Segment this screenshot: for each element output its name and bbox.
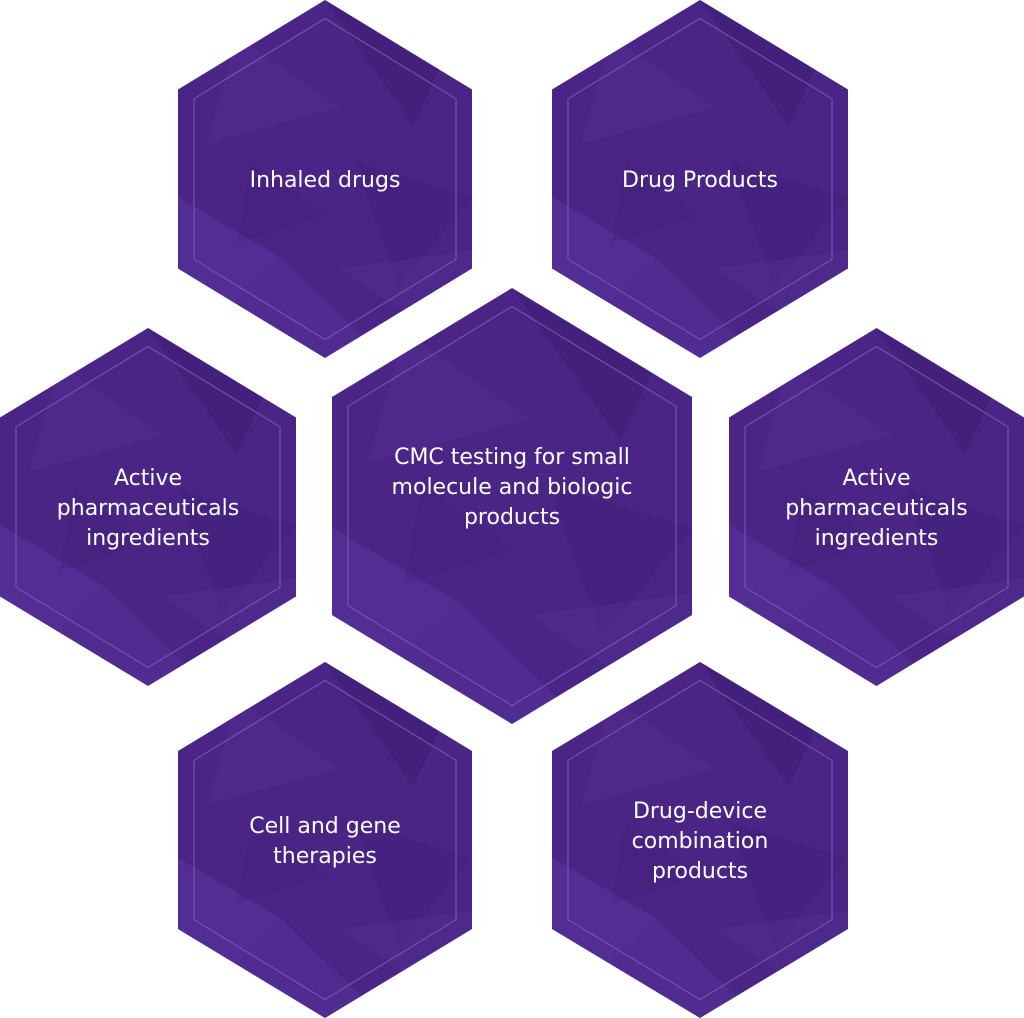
hexagon-inhaled-drugs: Inhaled drugs	[178, 0, 472, 358]
hexagon-facet	[611, 822, 700, 905]
hexagon-drug-products: Drug Products	[552, 0, 848, 358]
hexagon-label: Drug-device combination products	[631, 799, 769, 884]
hexagon-label: Inhaled drugs	[249, 168, 401, 193]
hexagon-facet	[548, 484, 692, 637]
hexagon-inner-outline	[744, 345, 1009, 669]
hexagon-facet	[581, 697, 715, 805]
hexagon-label: Active pharmaceuticals ingredients	[785, 466, 968, 551]
hexagon-inner-outline	[193, 17, 457, 341]
hexagon-facet	[236, 161, 325, 244]
hexagon-facet	[729, 822, 848, 947]
hexagon-facet	[59, 489, 149, 572]
hexagon-facet	[354, 822, 472, 947]
hexagon-inner-outline	[15, 345, 281, 669]
hexagon-label: Drug Products	[622, 168, 778, 193]
hexagon-facet	[177, 489, 296, 615]
hexagon-facet	[611, 161, 700, 244]
hexagon-inner-outline	[193, 679, 457, 1001]
hexagon-label: Active pharmaceuticals ingredients	[56, 466, 240, 551]
hexagon-inner-outline	[347, 305, 677, 707]
hexagon-facet	[758, 363, 892, 472]
hexagon-facet	[581, 35, 715, 144]
hexagon-active-pharmaceuticals-left: Active pharmaceuticals ingredients	[0, 328, 296, 686]
hexagon-label: Cell and gene therapies	[249, 814, 401, 869]
hexagon-shape	[332, 288, 692, 724]
hexagon-inner-outline	[567, 17, 833, 341]
hexagon-inner-outline	[567, 679, 833, 1001]
hexagon-facet	[207, 697, 340, 805]
hexagon-drug-device-combination: Drug-device combination products	[552, 662, 848, 1018]
hexagon-cell-gene-therapies: Cell and gene therapies	[178, 662, 472, 1018]
hexagon-shape	[552, 662, 848, 1018]
hexagon-facet	[404, 484, 512, 585]
hexagon-facet	[29, 363, 163, 472]
hexagon-facet	[906, 489, 1024, 615]
hexagon-facet	[354, 161, 472, 287]
hexagon-facet	[236, 822, 325, 905]
hexagon-shape	[552, 0, 848, 358]
hexagon-shape	[178, 0, 472, 358]
hexagon-facet	[788, 489, 877, 572]
hexagon-shape	[0, 328, 296, 686]
hexagon-label: CMC testing for small molecule and biolo…	[391, 445, 633, 530]
hexagon-cmc-testing-center: CMC testing for small molecule and biolo…	[332, 288, 692, 724]
hexagon-active-pharmaceuticals-right: Active pharmaceuticals ingredients	[729, 328, 1024, 686]
hexagon-facet	[207, 35, 340, 144]
hexagon-shape	[729, 328, 1024, 686]
hexagon-shape	[178, 662, 472, 1018]
hexagon-facet	[729, 161, 848, 287]
